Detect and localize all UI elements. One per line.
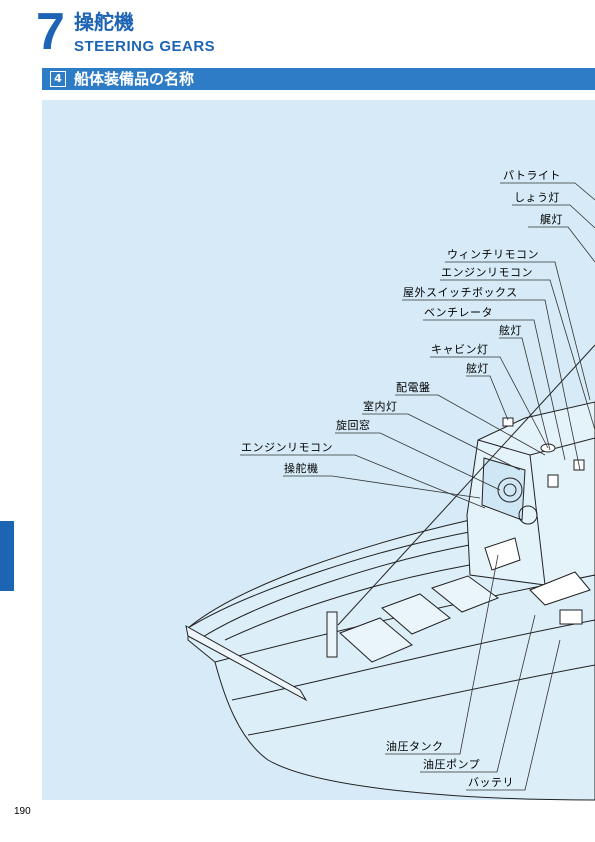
hydraulic-tank (484, 537, 521, 571)
label-hydraulic-pump: 油圧ポンプ (423, 757, 480, 771)
label-rotating-window: 旋回窓 (336, 418, 371, 432)
label-steering-gear: 操舵機 (284, 461, 319, 475)
hatch-3 (430, 575, 500, 613)
mast-post (326, 611, 338, 658)
label-ventilator: ベンチレータ (424, 306, 493, 319)
section-title: 船体装備品の名称 (74, 70, 195, 88)
label-switchboard: 配電盤 (396, 381, 431, 394)
chapter-number: 7 (36, 3, 65, 61)
label-battery: バッテリ (468, 776, 514, 789)
chapter-side-tab (0, 521, 14, 591)
chapter-title-english: STEERING GEARS (74, 38, 216, 55)
chapter-title: 操舵機 (74, 10, 134, 34)
label-engine-remote-lower: エンジンリモコン (241, 441, 333, 454)
hatch-1 (339, 617, 413, 663)
label-masthead-light: しょう灯 (514, 191, 560, 204)
section-number: 4 (50, 71, 66, 87)
section-header-bar: 4 船体装備品の名称 (42, 68, 595, 90)
page-number: 190 (14, 806, 31, 817)
bow-board (185, 625, 308, 702)
cabin (466, 401, 595, 586)
label-patlite: パトライト (503, 169, 561, 182)
gunwale (187, 514, 595, 629)
label-winch-remote: ウィンチリモコン (447, 248, 539, 261)
label-side-light-upper: 舷灯 (499, 323, 522, 337)
label-cabin-light: キャビン灯 (431, 343, 489, 356)
label-outdoor-switch-box: 屋外スイッチボックス (403, 286, 518, 299)
label-hydraulic-tank: 油圧タンク (386, 739, 444, 753)
label-side-light-lower: 舷灯 (466, 361, 489, 375)
hatch-2 (381, 593, 451, 635)
label-stern-light: 艉灯 (540, 212, 563, 226)
label-engine-remote-upper: エンジンリモコン (441, 266, 533, 279)
rigging-line (337, 344, 595, 626)
label-interior-light: 室内灯 (363, 399, 398, 413)
